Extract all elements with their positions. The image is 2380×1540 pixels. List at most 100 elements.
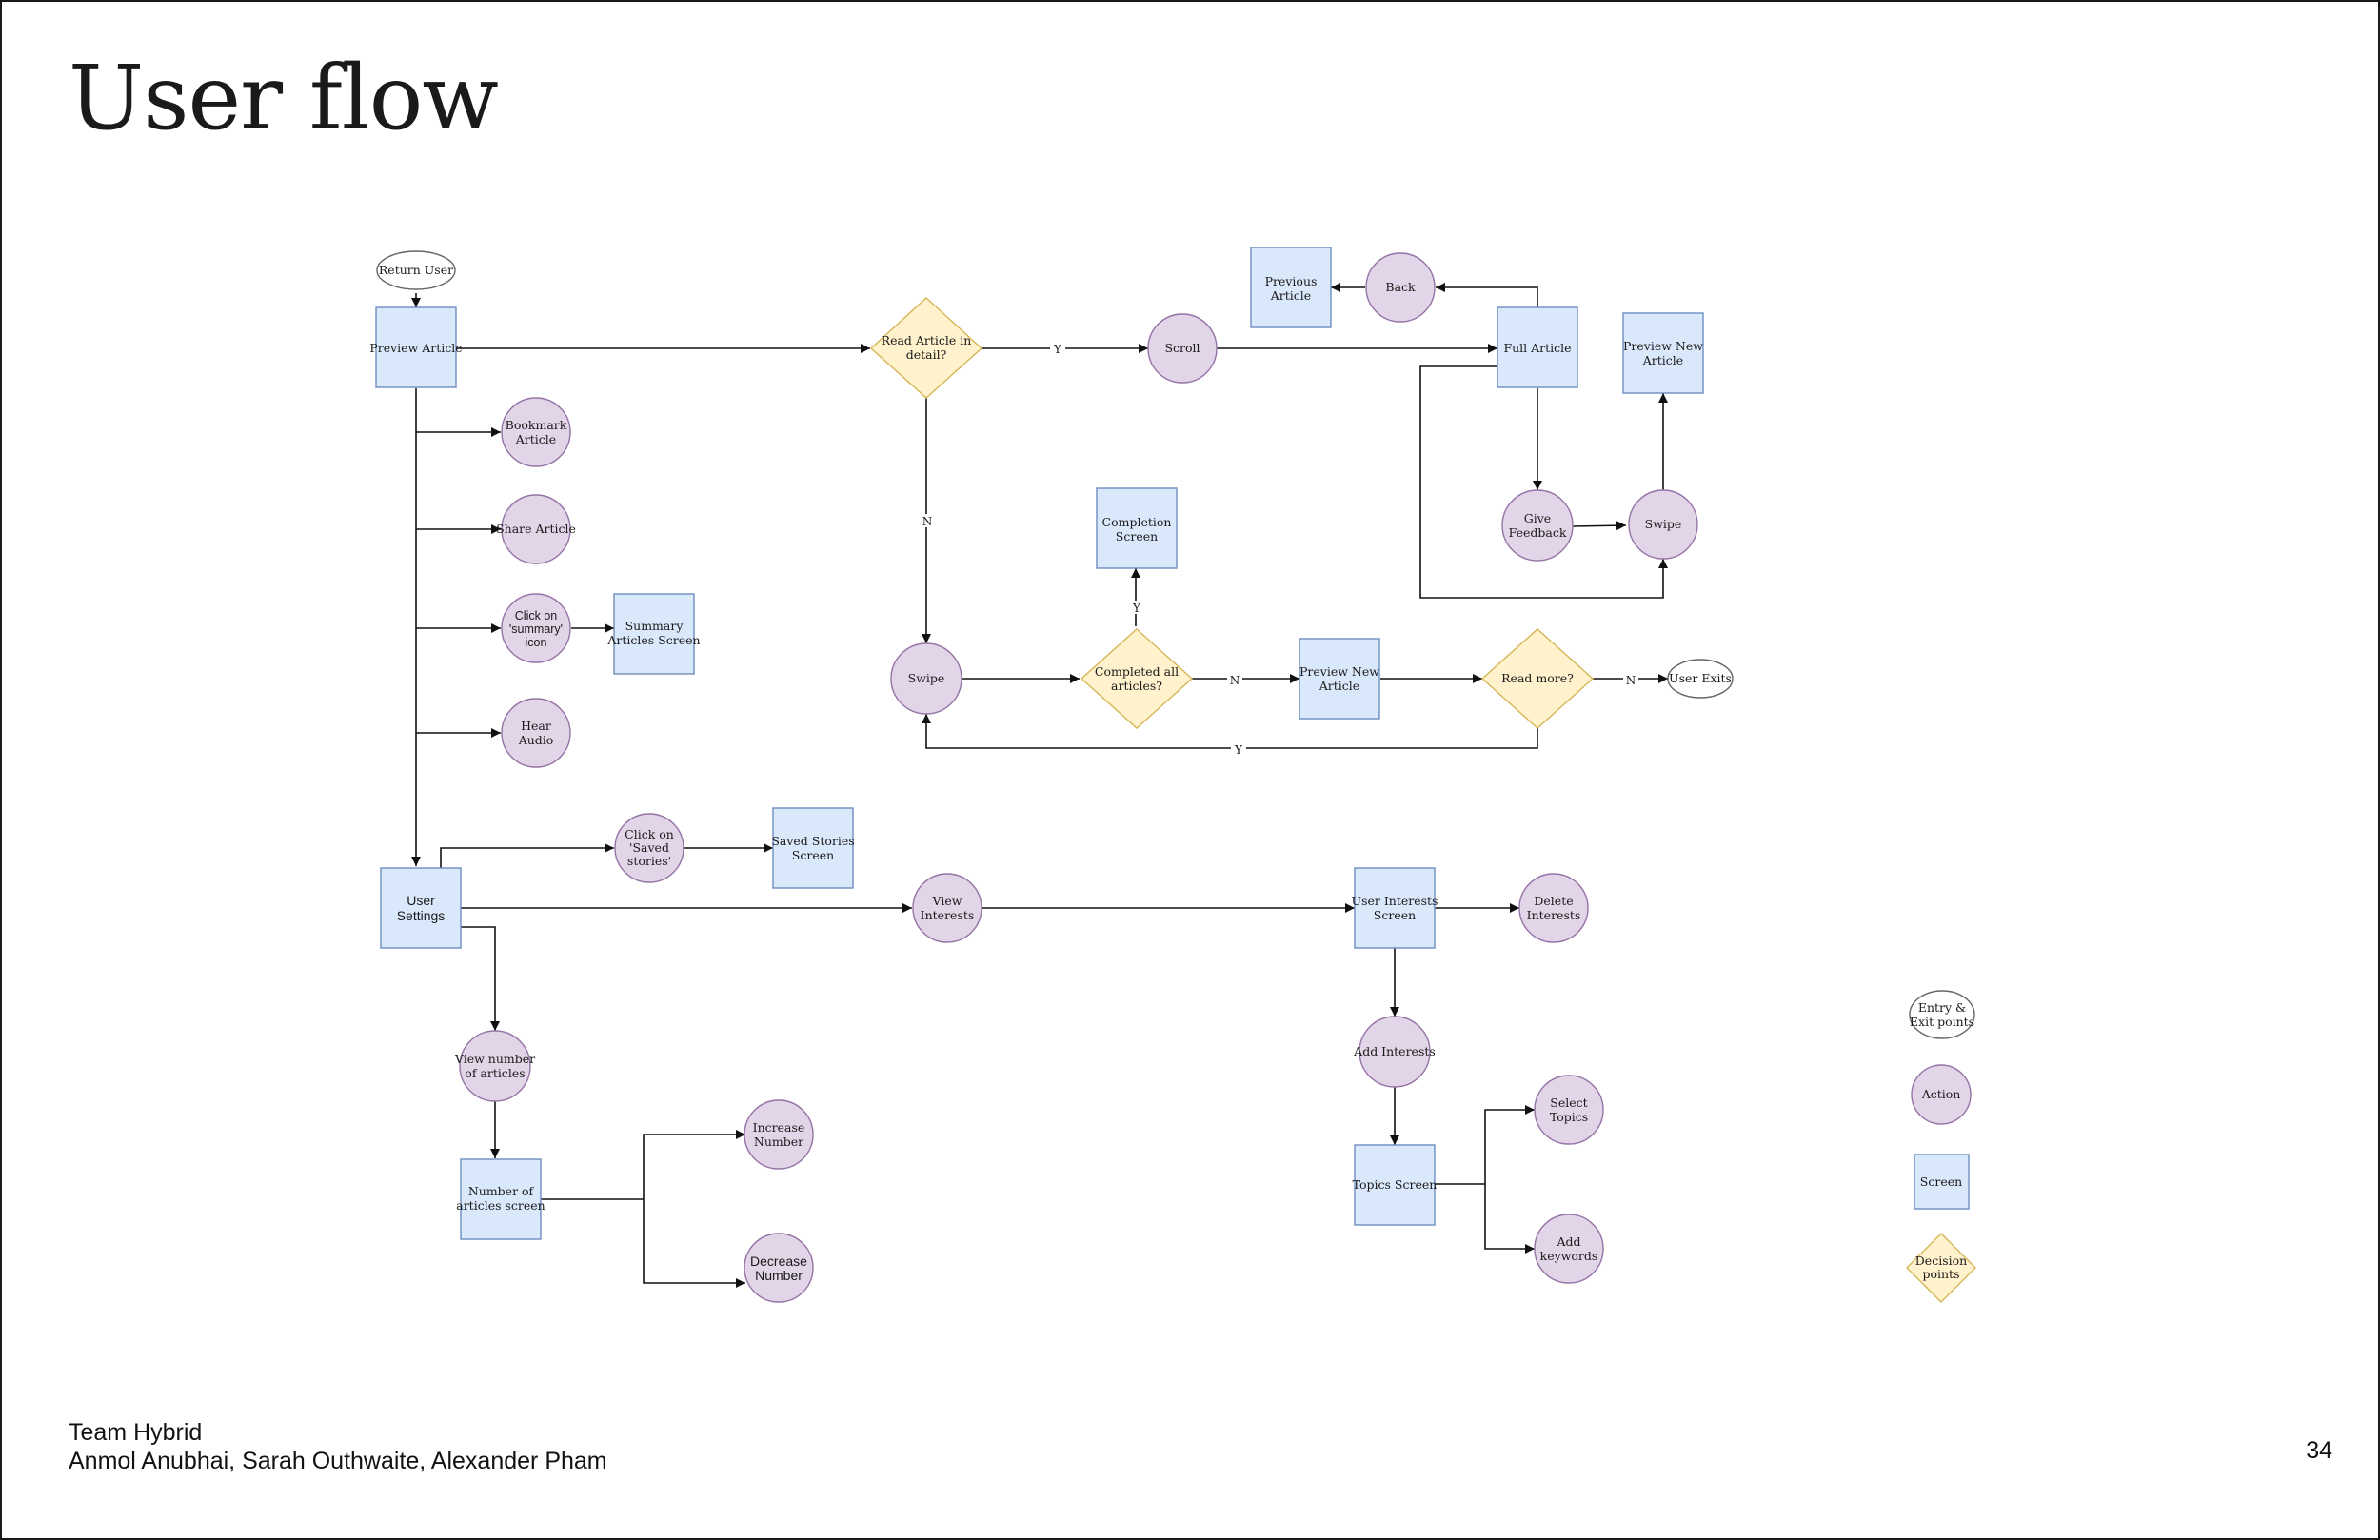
edge-label-completed-yes: Y (1132, 602, 1141, 615)
node-label: Swipe (908, 671, 945, 685)
node-label: User Exits (1669, 671, 1732, 685)
action-back: Back (1365, 252, 1436, 323)
edge-label-completed-no: N (1230, 674, 1240, 687)
svg-text:Entry &Exit points: Entry &Exit points (1910, 1000, 1974, 1029)
edge-settings-to-view-number (461, 926, 500, 1031)
edge-to-select-topics (1484, 1105, 1535, 1184)
edge-feedback-to-swipe (1572, 521, 1627, 531)
legend-label: Screen (1920, 1175, 1962, 1189)
legend-action: Action (1911, 1064, 1972, 1125)
svg-text:Click on'summary'icon: Click on'summary'icon (509, 609, 563, 649)
edge-label-readmore-yes: Y (1234, 743, 1243, 757)
action-add-interests: Add Interests (1353, 1016, 1436, 1088)
node-label: Topics Screen (1353, 1177, 1438, 1192)
team-name: Team Hybrid (69, 1419, 203, 1446)
action-swipe-mid: Swipe (890, 642, 962, 715)
node-label: Return User (379, 263, 453, 277)
node-label: Add Interests (1353, 1044, 1436, 1058)
edge-label-read-no: N (922, 515, 933, 528)
edge-to-decrease (643, 1199, 745, 1288)
screen-topics: Topics Screen (1353, 1144, 1438, 1226)
legend: Entry &Exit points Action Screen Decisio… (1906, 990, 1976, 1303)
edge-full-to-back (1436, 283, 1538, 307)
action-click-summary-icon: Click on'summary'icon (501, 593, 571, 663)
edge-to-increase (643, 1130, 745, 1199)
node-label: Share Article (496, 522, 576, 536)
node-label: Read more? (1501, 671, 1574, 685)
legend-entry-exit: Entry &Exit points (1909, 990, 1975, 1039)
action-scroll: Scroll (1147, 313, 1218, 384)
legend-screen: Screen (1914, 1154, 1970, 1210)
node-label: Preview Article (369, 341, 462, 355)
screen-preview-article: Preview Article (369, 306, 463, 388)
node-label: Full Article (1503, 341, 1571, 355)
node-label: Back (1385, 280, 1416, 294)
node-label: Scroll (1164, 341, 1200, 355)
page-number: 34 (2306, 1437, 2332, 1464)
slide-title: User flow (69, 47, 499, 150)
legend-label: Action (1921, 1087, 1961, 1101)
edge-labels: Y N Y N N Y (920, 343, 1638, 757)
action-swipe-right: Swipe (1628, 489, 1698, 560)
node-label: Swipe (1645, 517, 1682, 531)
flow-edges (411, 283, 1668, 1288)
edge-full-loop-to-swipe (1419, 365, 1668, 599)
action-share-article: Share Article (496, 494, 576, 564)
edge-label-read-yes: Y (1053, 343, 1062, 356)
edge-to-add-keywords (1484, 1184, 1535, 1254)
edge-settings-to-click-saved (440, 843, 614, 868)
team-authors: Anmol Anubhai, Sarah Outhwaite, Alexande… (69, 1448, 607, 1474)
exit-user-exits: User Exits (1667, 659, 1734, 699)
entry-return-user: Return User (376, 250, 456, 290)
decision-read-more: Read more? (1480, 628, 1595, 729)
screen-full-article: Full Article (1497, 306, 1578, 388)
edge-label-readmore-no: N (1626, 674, 1636, 687)
